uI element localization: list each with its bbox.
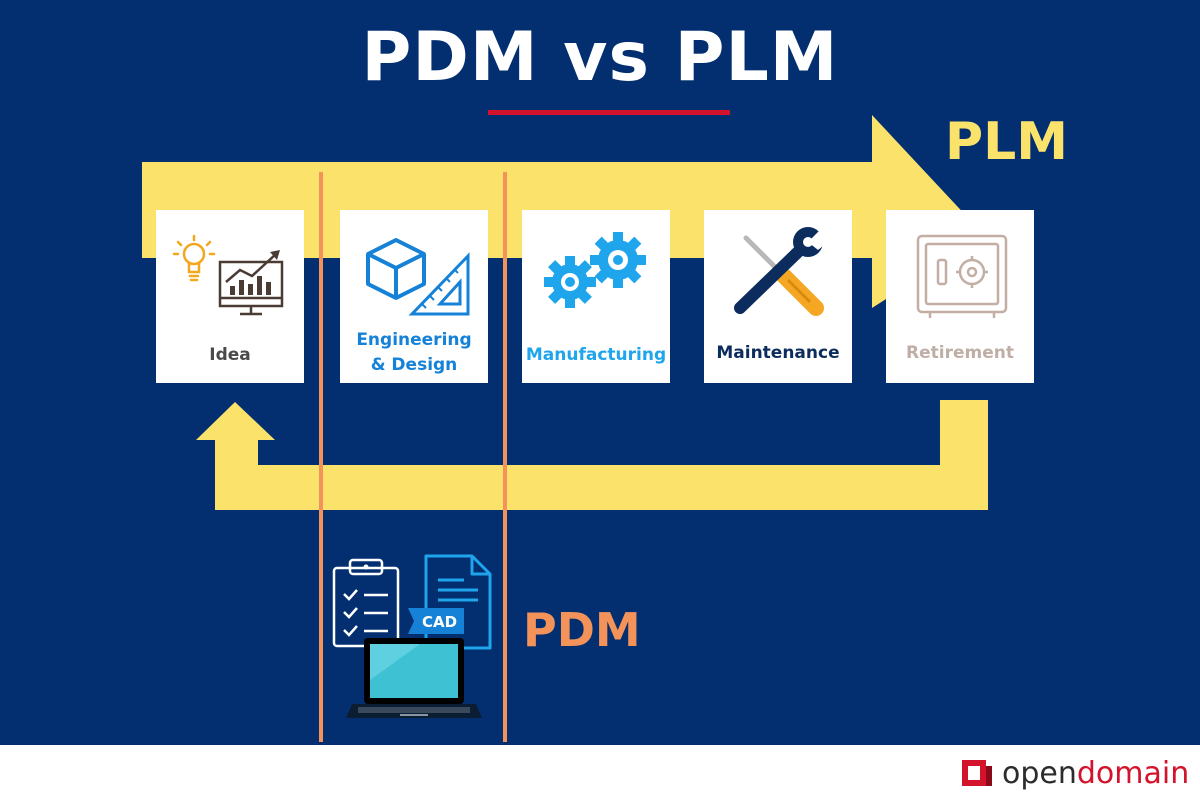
page-title: PDM vs PLM — [361, 18, 839, 97]
stage-label-maintenance: Maintenance — [716, 343, 840, 363]
footer: opendomain — [0, 745, 1200, 800]
stage-label-idea: Idea — [209, 345, 251, 365]
idea-chart-icon — [172, 234, 284, 316]
safe-icon — [916, 234, 1008, 318]
cube-ruler-icon — [366, 238, 470, 316]
brand-name: opendomain — [1002, 756, 1189, 791]
stage-label-retirement: Retirement — [906, 343, 1014, 363]
return-loop-arrow — [196, 400, 988, 510]
opendomain-logo-icon — [962, 756, 992, 786]
stage-card-retirement: Retirement — [886, 210, 1034, 383]
stage-card-idea: Idea — [156, 210, 304, 383]
cad-badge-text: CAD — [422, 613, 457, 631]
plm-label: PLM — [945, 112, 1068, 172]
brand-name-prefix: open — [1002, 755, 1077, 791]
stage-card-manufacturing: Manufacturing — [522, 210, 670, 383]
gears-icon — [544, 232, 646, 308]
stage-label-design: & Design — [370, 355, 458, 375]
stage-label-engineering: Engineering — [356, 330, 472, 350]
brand-name-suffix: domain — [1076, 755, 1190, 791]
stage-label-manufacturing: Manufacturing — [525, 345, 667, 365]
pdm-label: PDM — [523, 603, 641, 657]
pdm-cad-laptop-icon: CAD — [332, 554, 492, 718]
brand-logo[interactable]: opendomain — [960, 755, 1189, 791]
stage-card-maintenance: Maintenance — [704, 210, 852, 383]
wrench-screwdriver-icon — [734, 224, 828, 316]
stage-card-engineering-design: Engineering & Design — [340, 210, 488, 383]
title-underline — [488, 110, 730, 115]
diagram-canvas: PDM vs PLM PLM — [0, 0, 1200, 745]
